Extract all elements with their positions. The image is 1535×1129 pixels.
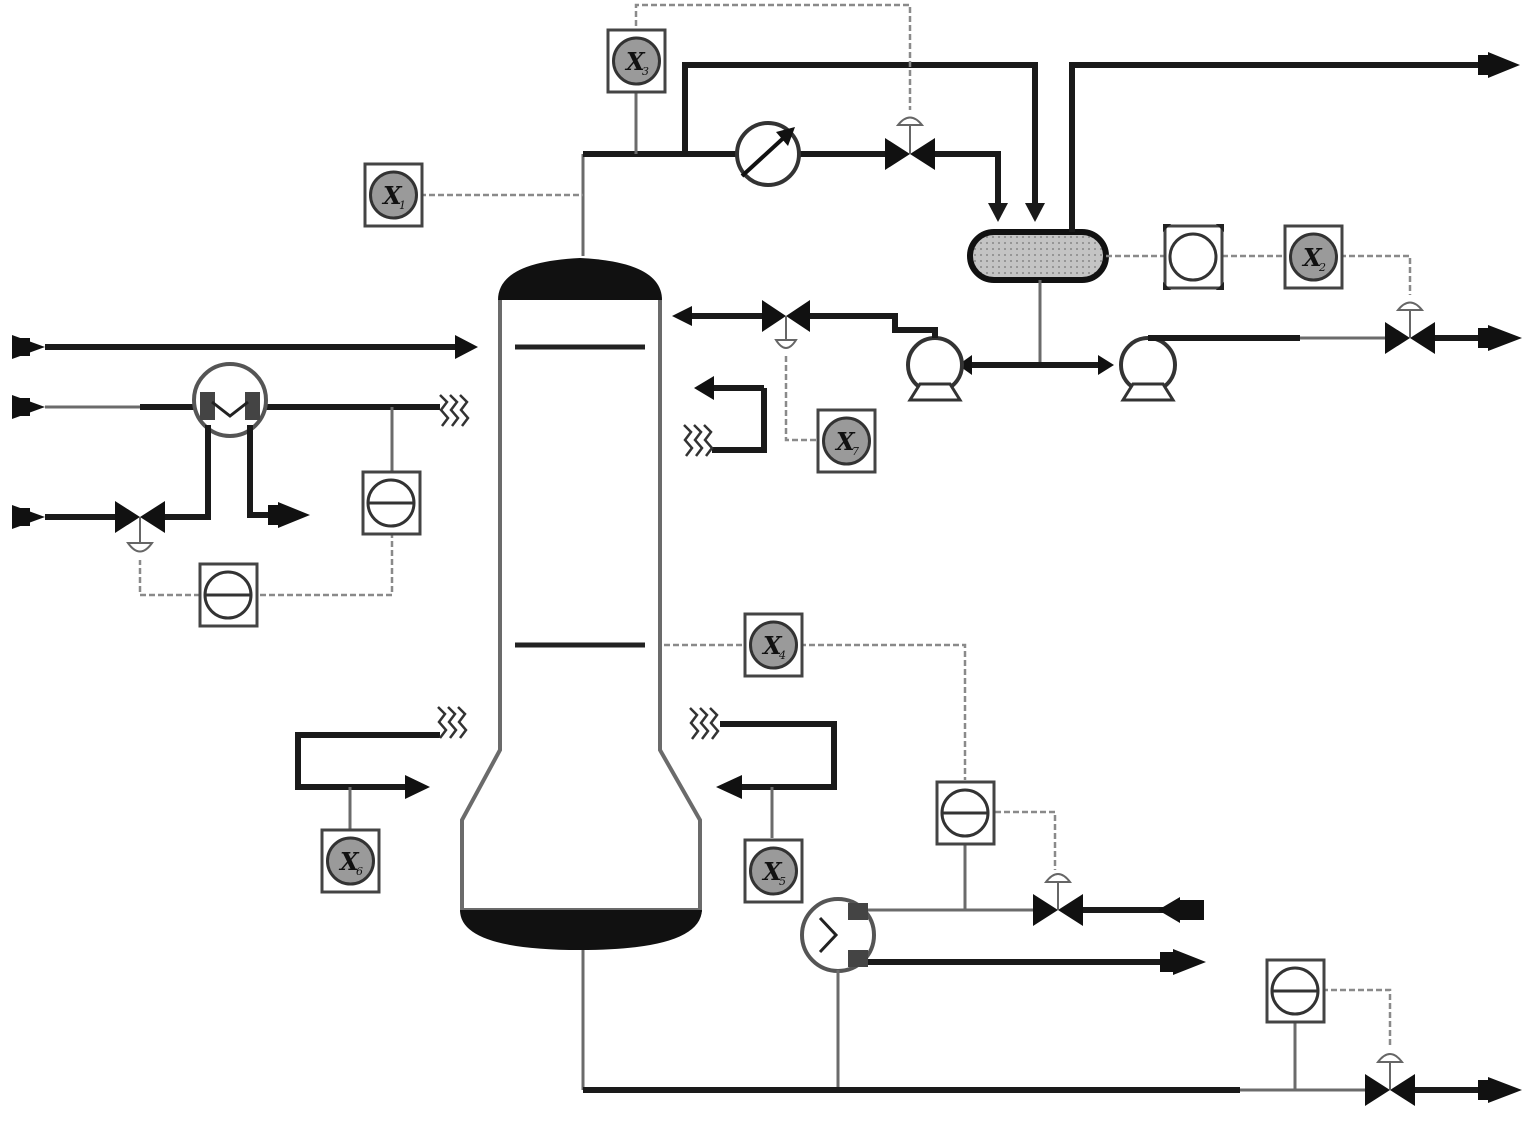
distillation-column [460, 258, 702, 950]
analyzer-dial [612, 36, 661, 86]
heating-medium-outlet-arrow [278, 502, 310, 528]
composition-analyzer-x7: X7 [816, 408, 877, 474]
reflux-drum [967, 229, 1109, 283]
analyzer-symbol: X [761, 631, 783, 660]
distillate-pump-right [1119, 325, 1522, 402]
feed-preheater [192, 362, 268, 438]
analyzer-symbol: X [338, 847, 360, 876]
reflux-pump-left [810, 313, 964, 402]
composition-analyzer-x4: X4 [743, 612, 804, 678]
analyzer-symbol: X [834, 427, 856, 456]
analyzer-dial [1289, 232, 1338, 282]
composition-analyzer-x3: X3 [606, 28, 667, 94]
heating-medium-valve [115, 501, 165, 553]
lower-right-heater [689, 707, 720, 740]
analyzer-dial [369, 170, 418, 220]
preheater-controller [361, 470, 422, 536]
composition-analyzer-x6: X6 [320, 828, 381, 894]
analyzer-subscript: 4 [778, 649, 786, 662]
overhead-vapor-line [581, 62, 1045, 256]
feed-inlet-arrow [455, 335, 478, 359]
analyzer-subscript: 3 [642, 65, 649, 78]
analyzer-symbol: X [1301, 243, 1323, 272]
composition-analyzer-x2: X2 [1283, 224, 1344, 290]
condensate-outlet-arrow [1173, 949, 1206, 975]
analyzer-subscript: 5 [779, 875, 786, 888]
distillate-outlet-arrow [1488, 325, 1522, 351]
feed-wavy-heater-inlet [439, 394, 470, 427]
reflux-valve [762, 300, 810, 349]
analyzer-symbol: X [624, 47, 646, 76]
analyzer-symbol: X [761, 857, 783, 886]
bottoms-valve [1365, 1053, 1415, 1106]
analyzer-dial [822, 416, 871, 466]
reboiler-steam-controller [935, 780, 996, 846]
lower-left-heater [437, 706, 468, 739]
column-bottom-head [460, 910, 702, 950]
upper-side-heater [683, 424, 714, 457]
level-controller-drum [1163, 224, 1224, 290]
analyzer-dial [749, 846, 798, 896]
analyzer-subscript: 7 [852, 445, 859, 458]
composition-analyzer-x5: X5 [743, 838, 804, 904]
analyzer-dial [326, 836, 375, 886]
heating-medium-controller [198, 562, 259, 628]
bottoms-level-controller [1265, 958, 1326, 1024]
condenser-valve [885, 116, 935, 170]
analyzer-subscript: 6 [356, 865, 363, 878]
analyzer-dial [749, 620, 798, 670]
steam-inlet-arrow [1158, 897, 1180, 923]
analyzer-subscript: 1 [399, 199, 406, 212]
steam-valve [1033, 873, 1083, 926]
bottoms-outlet-arrow [1488, 1077, 1522, 1103]
analyzer-symbol: X [381, 181, 403, 210]
composition-analyzer-x1: X1 [363, 162, 424, 228]
vent-outlet-arrow [1488, 52, 1520, 78]
overhead-condenser [735, 121, 801, 187]
column-top-head [498, 258, 662, 300]
analyzer-subscript: 2 [1318, 261, 1326, 274]
reboiler [800, 897, 876, 973]
distillate-valve [1385, 301, 1435, 354]
lower-left-arrow [405, 775, 430, 799]
